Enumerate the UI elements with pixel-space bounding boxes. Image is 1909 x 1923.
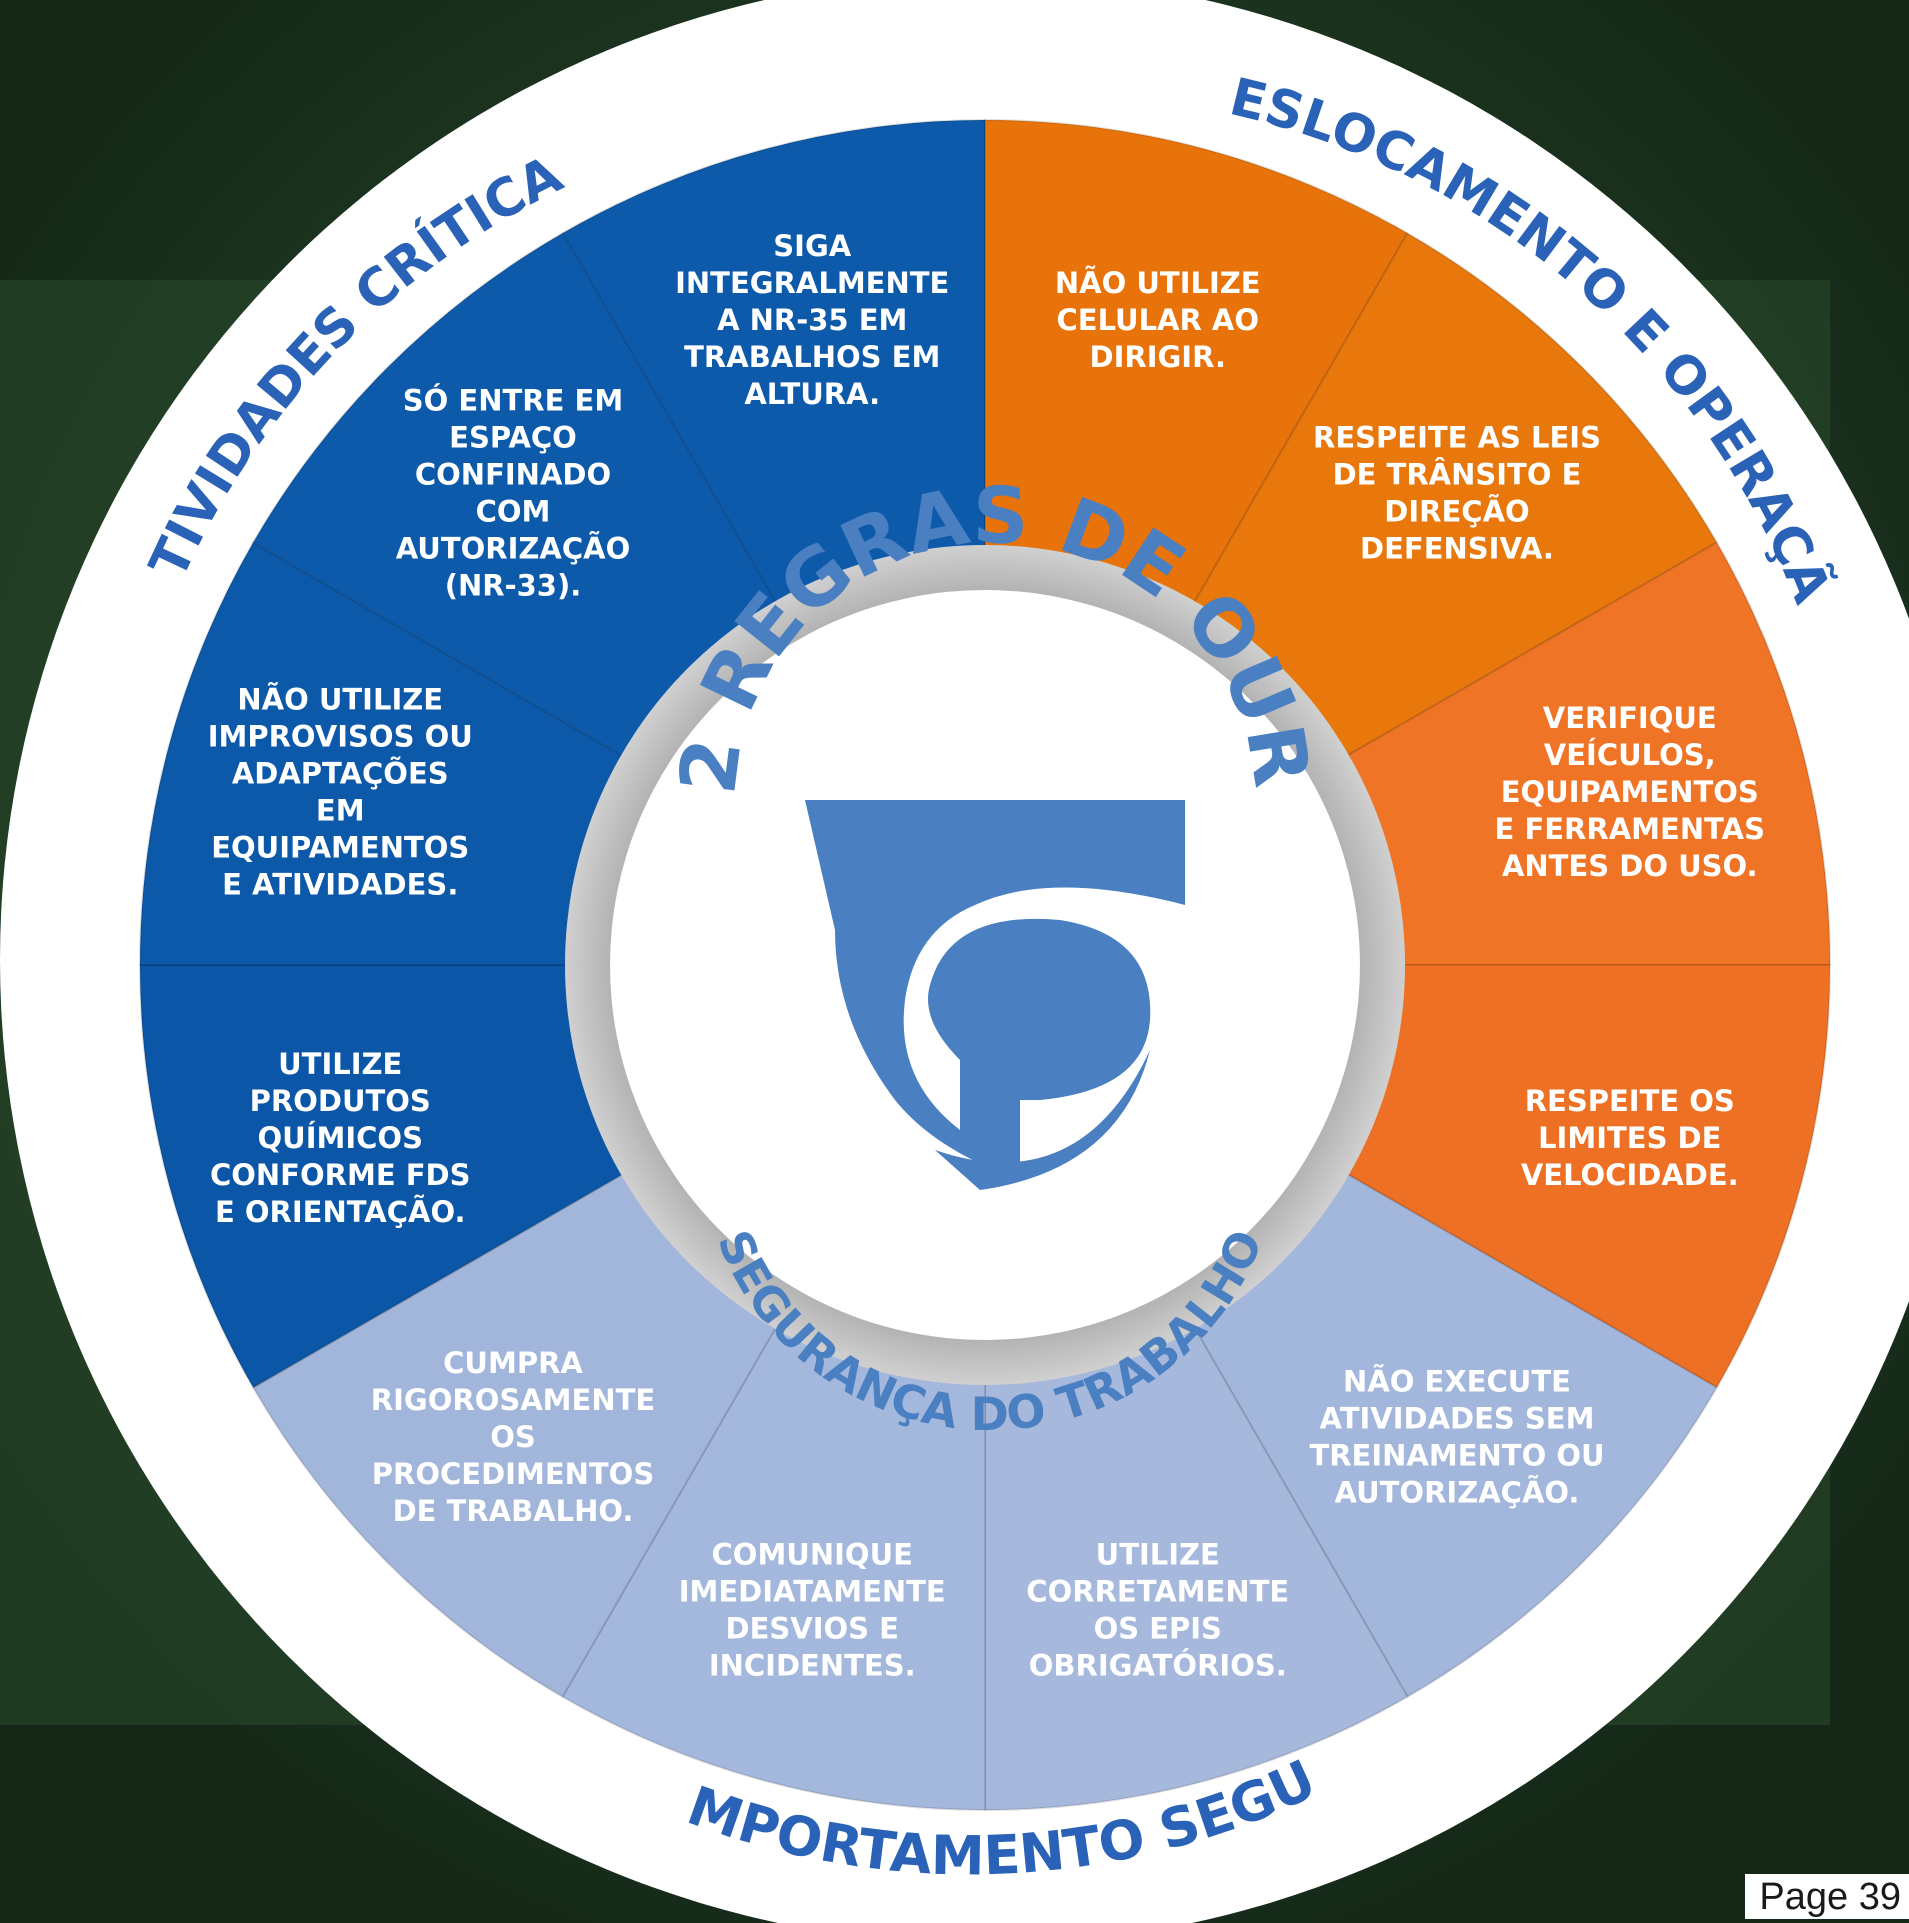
- rule-text-line: ANTES DO USO.: [1502, 849, 1758, 883]
- rule-text-line: CELULAR AO: [1056, 303, 1259, 337]
- rule-text-line: ALTURA.: [744, 377, 880, 411]
- rule-text-line: AUTORIZAÇÃO: [396, 532, 631, 566]
- rule-text-line: TREINAMENTO OU: [1309, 1438, 1604, 1472]
- rule-text-line: VELOCIDADE.: [1521, 1158, 1739, 1192]
- rule-text-line: LIMITES DE: [1538, 1121, 1721, 1155]
- rule-text-line: INTEGRALMENTE: [675, 266, 949, 300]
- rule-text-line: CONFORME FDS: [210, 1158, 471, 1192]
- rule-text-line: CORRETAMENTE: [1026, 1574, 1289, 1608]
- rule-text-line: DIRIGIR.: [1090, 340, 1226, 374]
- rule-text-line: DE TRABALHO.: [393, 1494, 634, 1528]
- rule-text-line: AUTORIZAÇÃO.: [1335, 1475, 1580, 1509]
- rule-text-line: SIGA: [773, 229, 851, 263]
- rule-text-line: ESPAÇO: [449, 421, 577, 455]
- rule-text-line: IMEDIATAMENTE: [679, 1574, 946, 1608]
- rule-text-line: A NR-35 EM: [717, 303, 907, 337]
- rule-text-line: ATIVIDADES SEM: [1320, 1401, 1595, 1435]
- rule-text-line: PROCEDIMENTOS: [372, 1457, 654, 1491]
- rule-text-line: EQUIPAMENTOS: [1501, 775, 1759, 809]
- rule-text-line: CONFINADO: [415, 458, 611, 492]
- rule-text-line: RIGOROSAMENTE: [371, 1383, 655, 1417]
- rule-text-line: (NR-33).: [445, 569, 582, 603]
- rule-text-line: RESPEITE AS LEIS: [1313, 421, 1601, 455]
- rule-text-line: CUMPRA: [443, 1346, 583, 1380]
- rule-text-line: NÃO UTILIZE: [1055, 266, 1261, 300]
- rule-text-line: VERIFIQUE: [1543, 701, 1717, 735]
- rule-text-line: NÃO UTILIZE: [237, 683, 443, 717]
- rule-text-line: E FERRAMENTAS: [1495, 812, 1765, 846]
- rule-text-line: TRABALHOS EM: [684, 340, 940, 374]
- rule-text-line: OS EPIS: [1094, 1611, 1222, 1645]
- rule-text-line: ADAPTAÇÕES: [232, 757, 449, 791]
- rule-text-line: E ATIVIDADES.: [222, 868, 458, 902]
- rule-text-line: DESVIOS E: [726, 1611, 899, 1645]
- rule-text-line: OBRIGATÓRIOS.: [1029, 1648, 1287, 1682]
- rule-text-line: NÃO EXECUTE: [1343, 1364, 1571, 1398]
- rule-text-line: IMPROVISOS OU: [208, 720, 473, 754]
- rule-text-line: UTILIZE: [278, 1047, 402, 1081]
- rule-text-line: COMUNIQUE: [712, 1537, 913, 1571]
- rule-text-line: COM: [476, 495, 551, 529]
- rule-text-line: EQUIPAMENTOS: [211, 831, 469, 865]
- rule-text-line: QUÍMICOS: [258, 1121, 423, 1155]
- rule-text-line: DIREÇÃO: [1384, 495, 1529, 529]
- rule-text-line: RESPEITE OS: [1525, 1084, 1735, 1118]
- rule-text-line: UTILIZE: [1096, 1537, 1220, 1571]
- rule-text-line: EM: [316, 794, 365, 828]
- p-shield-logo-icon: [805, 800, 1185, 1190]
- rule-text-line: PRODUTOS: [250, 1084, 431, 1118]
- page-number: Page 39: [1745, 1874, 1909, 1919]
- rule-text-line: VEÍCULOS,: [1544, 738, 1716, 772]
- rule-text-line: DEFENSIVA.: [1360, 532, 1554, 566]
- rule-text-line: E ORIENTAÇÃO.: [215, 1195, 466, 1229]
- rule-text-line: SÓ ENTRE EM: [403, 384, 623, 418]
- rule-text-line: INCIDENTES.: [709, 1648, 916, 1682]
- rule-text-line: OS: [490, 1420, 536, 1454]
- rule-text-line: DE TRÂNSITO E: [1333, 458, 1582, 492]
